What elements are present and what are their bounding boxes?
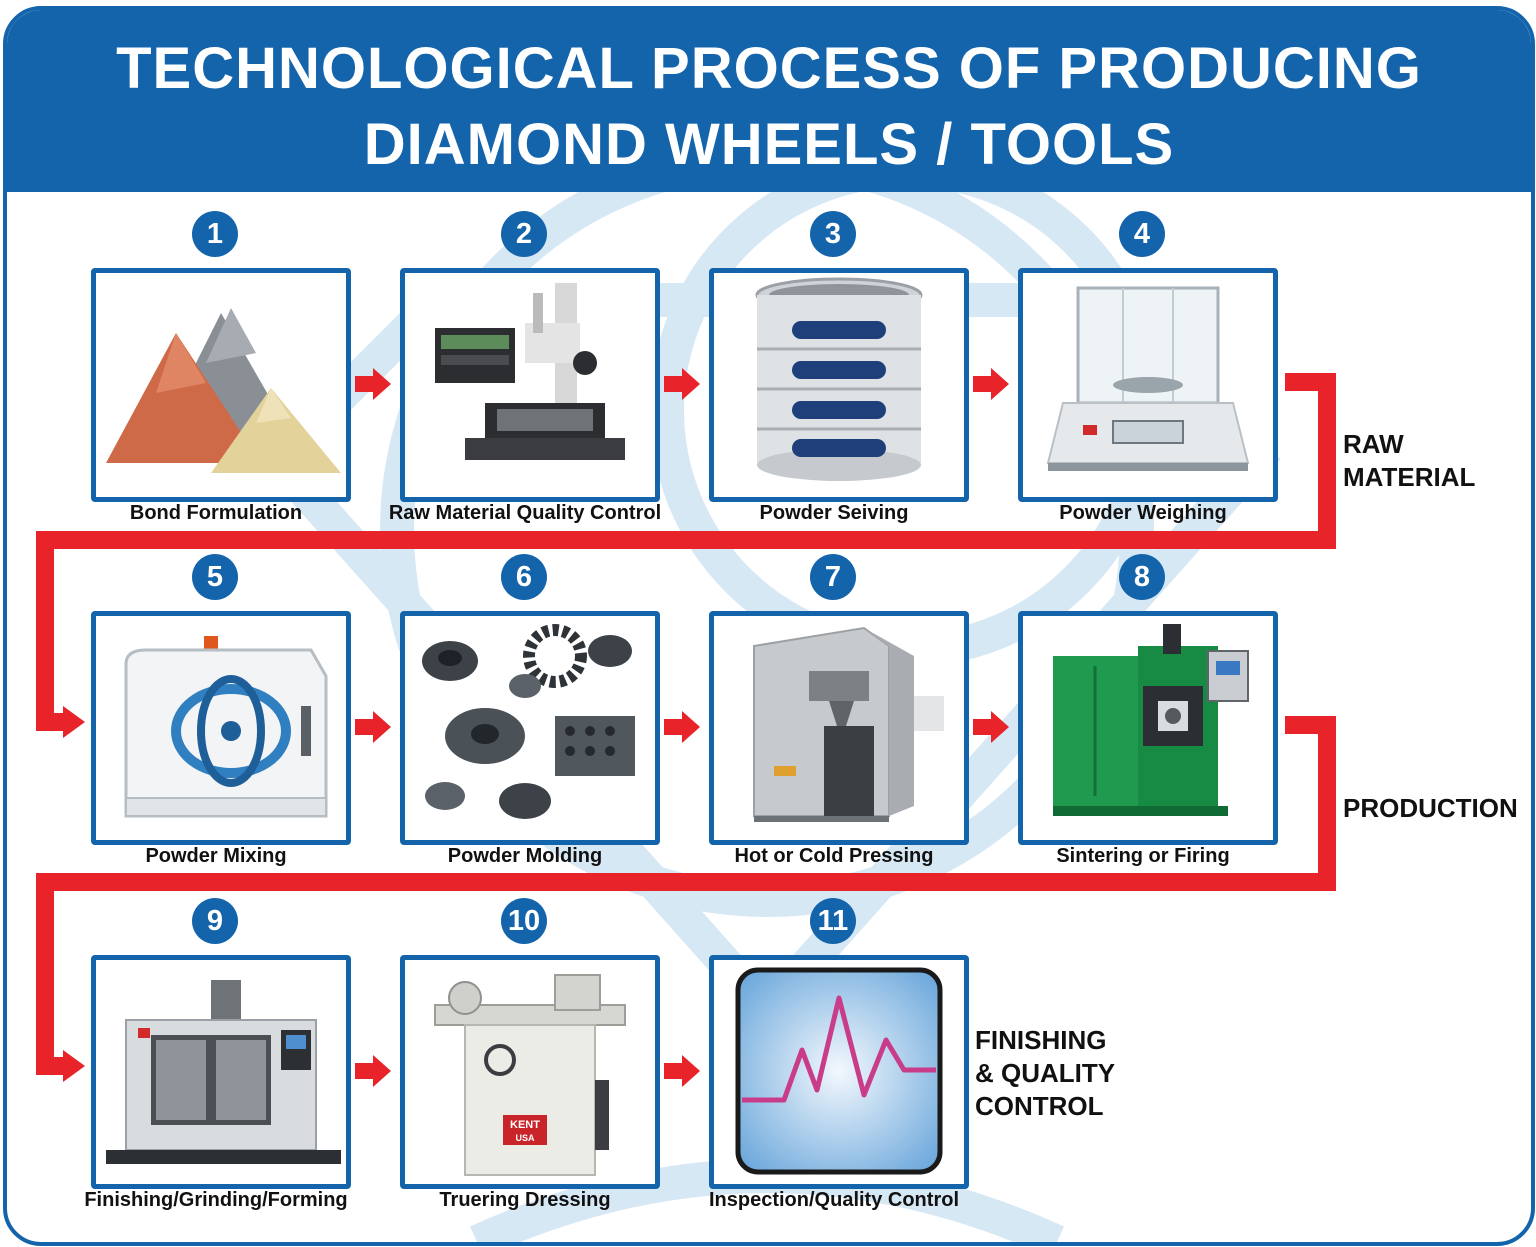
stage-finishing-line-3: CONTROL: [975, 1091, 1104, 1121]
step-4-label: Powder Weighing: [1059, 502, 1227, 524]
cnc-mill-image: [106, 980, 341, 1164]
title-line-2: DIAMOND WHEELS / TOOLS: [363, 112, 1175, 177]
sintering-furnace-image: [1053, 624, 1249, 816]
powder-piles-image: [106, 308, 341, 473]
step-3-badge: 3: [810, 211, 856, 257]
step-6-box: [400, 611, 660, 845]
step-arrow-9-10: [355, 1055, 391, 1087]
step-5-label: Powder Mixing: [145, 845, 287, 867]
step-4-box: [1018, 268, 1278, 502]
step-10-box: KENT USA: [400, 955, 660, 1189]
flow-arrowhead-row3: [63, 1050, 85, 1082]
graphite-molds-image: [422, 624, 635, 819]
stage-finishing-line-2: & QUALITY: [975, 1058, 1116, 1088]
step-9-label: Finishing/Grinding/Forming: [84, 1189, 348, 1211]
usa-brand-text: USA: [515, 1133, 535, 1143]
step-arrow-10-11: [664, 1055, 700, 1087]
step-1-label: Bond Formulation: [129, 502, 303, 524]
process-flow-lines: [36, 368, 1336, 1087]
step-8-label: Sintering or Firing: [1056, 845, 1230, 867]
step-5-badge: 5: [192, 554, 238, 600]
flow-line-row1-to-row2: [36, 373, 1336, 731]
step-7-box: [709, 611, 969, 845]
step-arrow-1-2: [355, 368, 391, 400]
step-3-label: Powder Seiving: [759, 502, 909, 524]
diagram-frame: TECHNOLOGICAL PROCESS OF PRODUCING DIAMO…: [3, 6, 1535, 1246]
step-9-badge: 9: [192, 898, 238, 944]
step-6-label: Powder Molding: [447, 845, 603, 867]
inspection-graph-image: [735, 967, 943, 1175]
step-4-badge: 4: [1119, 211, 1165, 257]
stage-label-production: PRODUCTION: [1343, 792, 1518, 825]
step-11-label: Inspection/Quality Control: [708, 1189, 959, 1211]
step-7-label: Hot or Cold Pressing: [734, 845, 934, 867]
step-arrow-5-6: [355, 711, 391, 743]
step-6-badge: 6: [501, 554, 547, 600]
measuring-microscope-image: [435, 283, 625, 460]
sieve-stack-image: [755, 277, 923, 481]
step-11-badge: 11: [810, 898, 856, 944]
kent-usa-badge: [503, 1115, 547, 1145]
step-10-label: Truering Dressing: [439, 1189, 611, 1211]
stage-production-line-1: PRODUCTION: [1343, 793, 1518, 823]
step-arrow-3-4: [973, 368, 1009, 400]
step-arrow-2-3: [664, 368, 700, 400]
step-3-box: [709, 268, 969, 502]
step-11-box: [709, 955, 969, 1189]
flow-arrowhead-row2: [63, 706, 85, 738]
stage-label-finishing: FINISHING & QUALITY CONTROL: [975, 1024, 1115, 1123]
step-7-badge: 7: [810, 554, 856, 600]
step-8-badge: 8: [1119, 554, 1165, 600]
kent-brand-text: KENT: [510, 1119, 540, 1131]
step-2-box: [400, 268, 660, 502]
step-arrow-7-8: [973, 711, 1009, 743]
step-9-box: [91, 955, 351, 1189]
step-10-badge: 10: [501, 898, 547, 944]
step-2-badge: 2: [501, 211, 547, 257]
header-banner: TECHNOLOGICAL PROCESS OF PRODUCING DIAMO…: [7, 10, 1531, 192]
flow-line-row2-to-row3: [36, 716, 1336, 1075]
stage-raw-line-2: MATERIAL: [1343, 462, 1476, 492]
title-line-1: TECHNOLOGICAL PROCESS OF PRODUCING: [116, 36, 1422, 101]
step-1-box: [91, 268, 351, 502]
step-5-box: [91, 611, 351, 845]
stage-finishing-line-1: FINISHING: [975, 1025, 1107, 1055]
step-2-label: Raw Material Quality Control: [388, 502, 662, 524]
step-arrow-6-7: [664, 711, 700, 743]
powder-mixer-image: [124, 636, 328, 818]
tool-grinder-image: KENT USA: [434, 974, 626, 1176]
stage-raw-line-1: RAW: [1343, 429, 1404, 459]
step-8-box: [1018, 611, 1278, 845]
stage-label-raw-material: RAW MATERIAL: [1343, 428, 1475, 494]
step-1-badge: 1: [192, 211, 238, 257]
press-machine-image: [753, 626, 944, 822]
analytical-balance-image: [1046, 286, 1250, 471]
